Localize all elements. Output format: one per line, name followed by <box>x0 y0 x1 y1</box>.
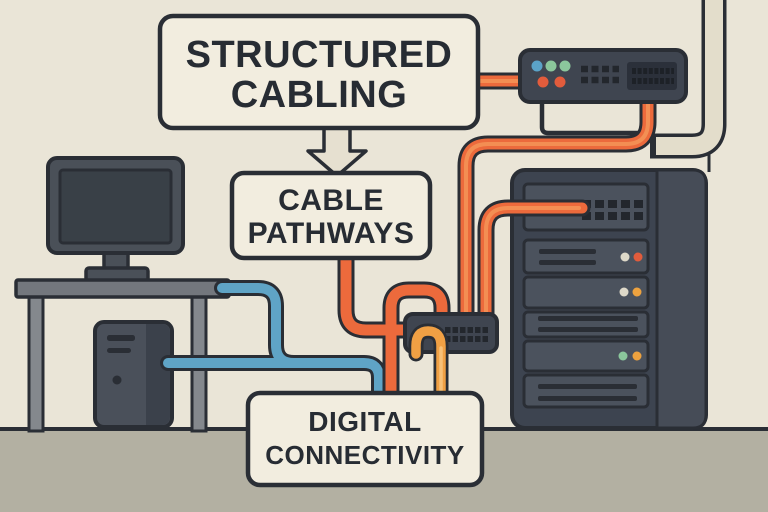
server-vent <box>538 384 637 389</box>
cable-pathways-label-line1: CABLE <box>278 184 384 217</box>
server-vent <box>539 260 596 265</box>
digital-connectivity-label-line1: DIGITAL <box>308 406 421 437</box>
structured-cabling-box: STRUCTURED CABLING <box>157 13 481 131</box>
server-led <box>620 252 630 262</box>
server-led <box>632 287 642 297</box>
led-green <box>545 60 557 72</box>
orange-cables <box>337 72 657 411</box>
desk-leg-left <box>27 293 45 433</box>
arrow-down-icon <box>306 125 368 178</box>
monitor-screen <box>58 168 173 245</box>
server-rack <box>510 168 708 430</box>
cable-pathways-box: CABLE PATHWAYS <box>229 170 433 261</box>
server-side-panel <box>655 168 708 430</box>
pc-vent-slot <box>107 348 131 353</box>
digital-connectivity-label-line2: CONNECTIVITY <box>265 440 465 470</box>
pc-tower <box>93 320 174 429</box>
thin-cable <box>539 96 648 136</box>
server-vent <box>538 316 638 321</box>
server-port-grid <box>582 200 644 220</box>
led-red <box>554 76 566 88</box>
workstation <box>14 156 231 433</box>
wall-conduit <box>650 0 727 172</box>
server-vent <box>538 327 638 332</box>
switch-status-leds <box>531 60 571 88</box>
pc-power-button <box>112 375 122 385</box>
switch-port-grid <box>581 65 619 84</box>
top-network-switch <box>518 48 688 104</box>
server-bay <box>522 373 650 409</box>
server-bay <box>522 275 650 310</box>
digital-connectivity-box: DIGITAL CONNECTIVITY <box>245 390 485 488</box>
pc-vent-slot <box>107 335 135 341</box>
server-bay <box>522 339 650 373</box>
server-led <box>633 252 643 262</box>
server-bay <box>522 310 650 339</box>
structured-cabling-label-line2: CABLING <box>231 74 408 116</box>
structured-cabling-label-line1: STRUCTURED <box>186 34 453 76</box>
cable-pathways-label-line2: PATHWAYS <box>248 217 415 250</box>
server-vent <box>538 396 637 401</box>
blue-cables <box>160 280 387 406</box>
led-blue <box>531 60 543 72</box>
server-led <box>632 351 642 361</box>
server-vent <box>539 249 596 254</box>
led-red <box>537 76 549 88</box>
server-led <box>618 351 628 361</box>
desk-top <box>14 278 231 299</box>
server-led <box>619 287 629 297</box>
switch-uplink-block <box>627 62 677 90</box>
led-green <box>559 60 571 72</box>
